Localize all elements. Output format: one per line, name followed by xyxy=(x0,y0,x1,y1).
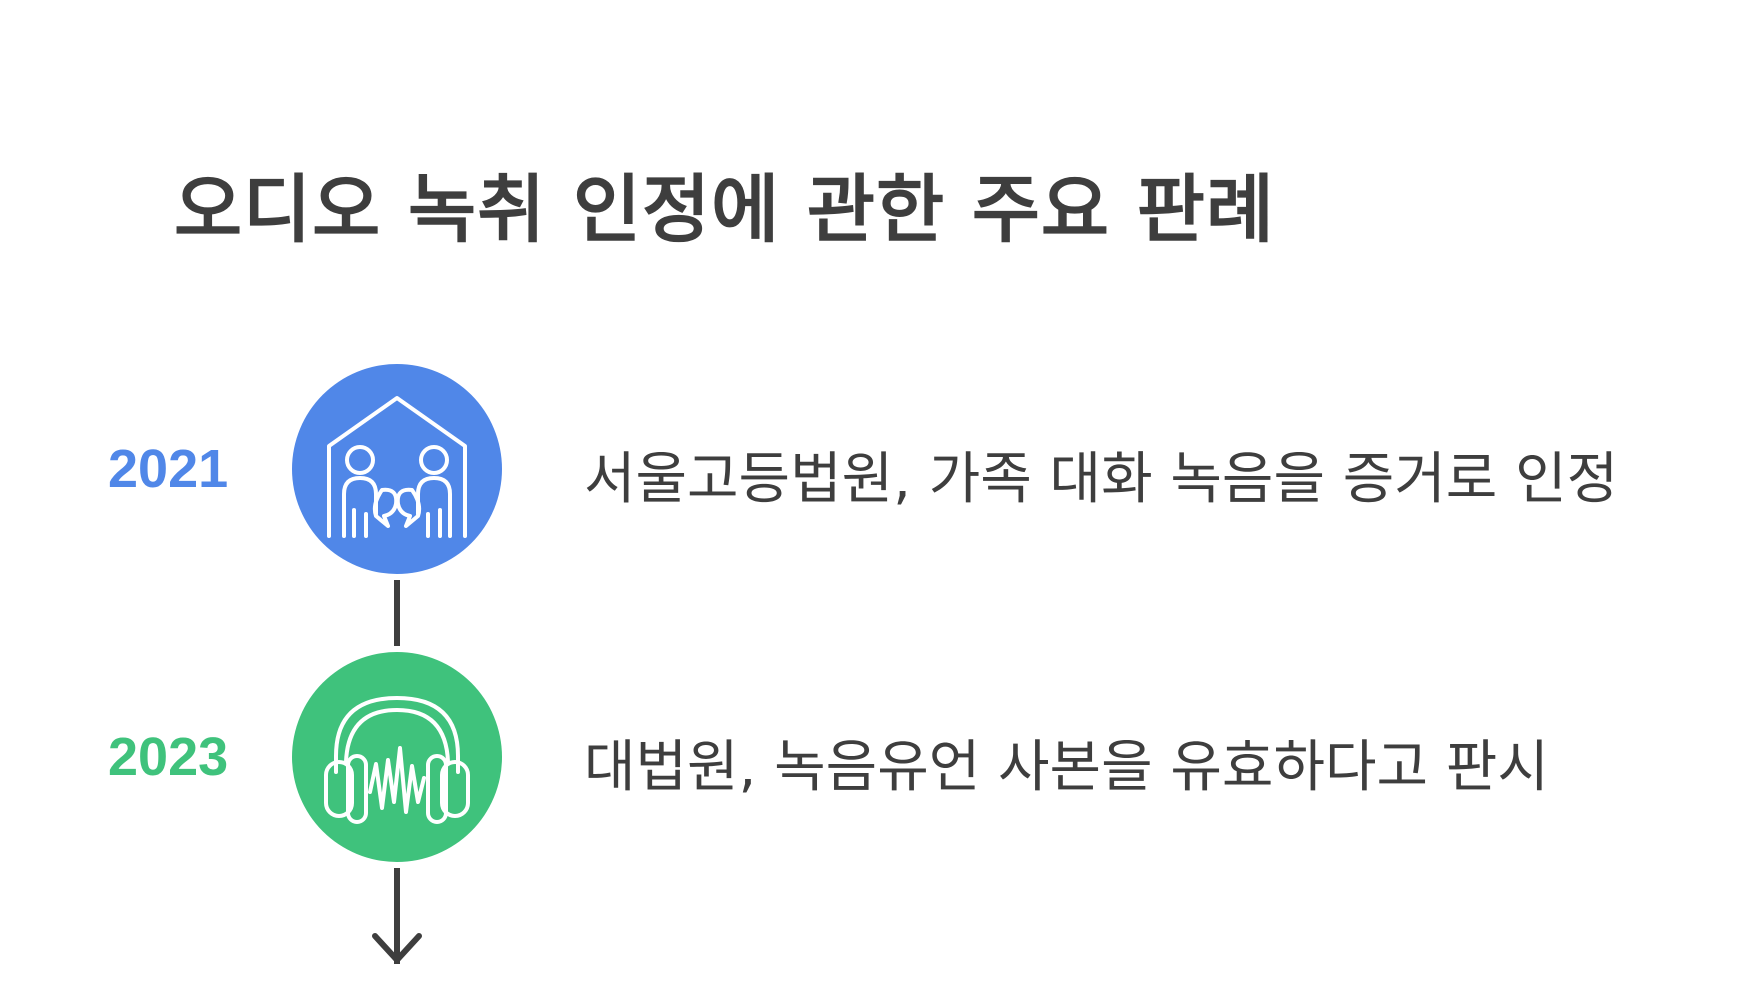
timeline-node-2023 xyxy=(292,652,502,862)
timeline-description-2021: 서울고등법원, 가족 대화 녹음을 증거로 인정 xyxy=(584,447,1619,512)
timeline-year-2021: 2021 xyxy=(108,439,229,499)
timeline-node-2021 xyxy=(292,364,502,574)
family-home-icon xyxy=(292,364,502,574)
headphones-waveform-icon xyxy=(292,652,502,862)
page-title: 오디오 녹취 인정에 관한 주요 판례 xyxy=(174,167,1275,253)
timeline-connector xyxy=(394,580,400,646)
timeline-description-2023: 대법원, 녹음유언 사본을 유효하다고 판시 xyxy=(584,735,1549,800)
timeline-connector xyxy=(394,868,400,964)
timeline-year-2023: 2023 xyxy=(108,727,229,787)
arrow-down-icon xyxy=(372,933,422,963)
